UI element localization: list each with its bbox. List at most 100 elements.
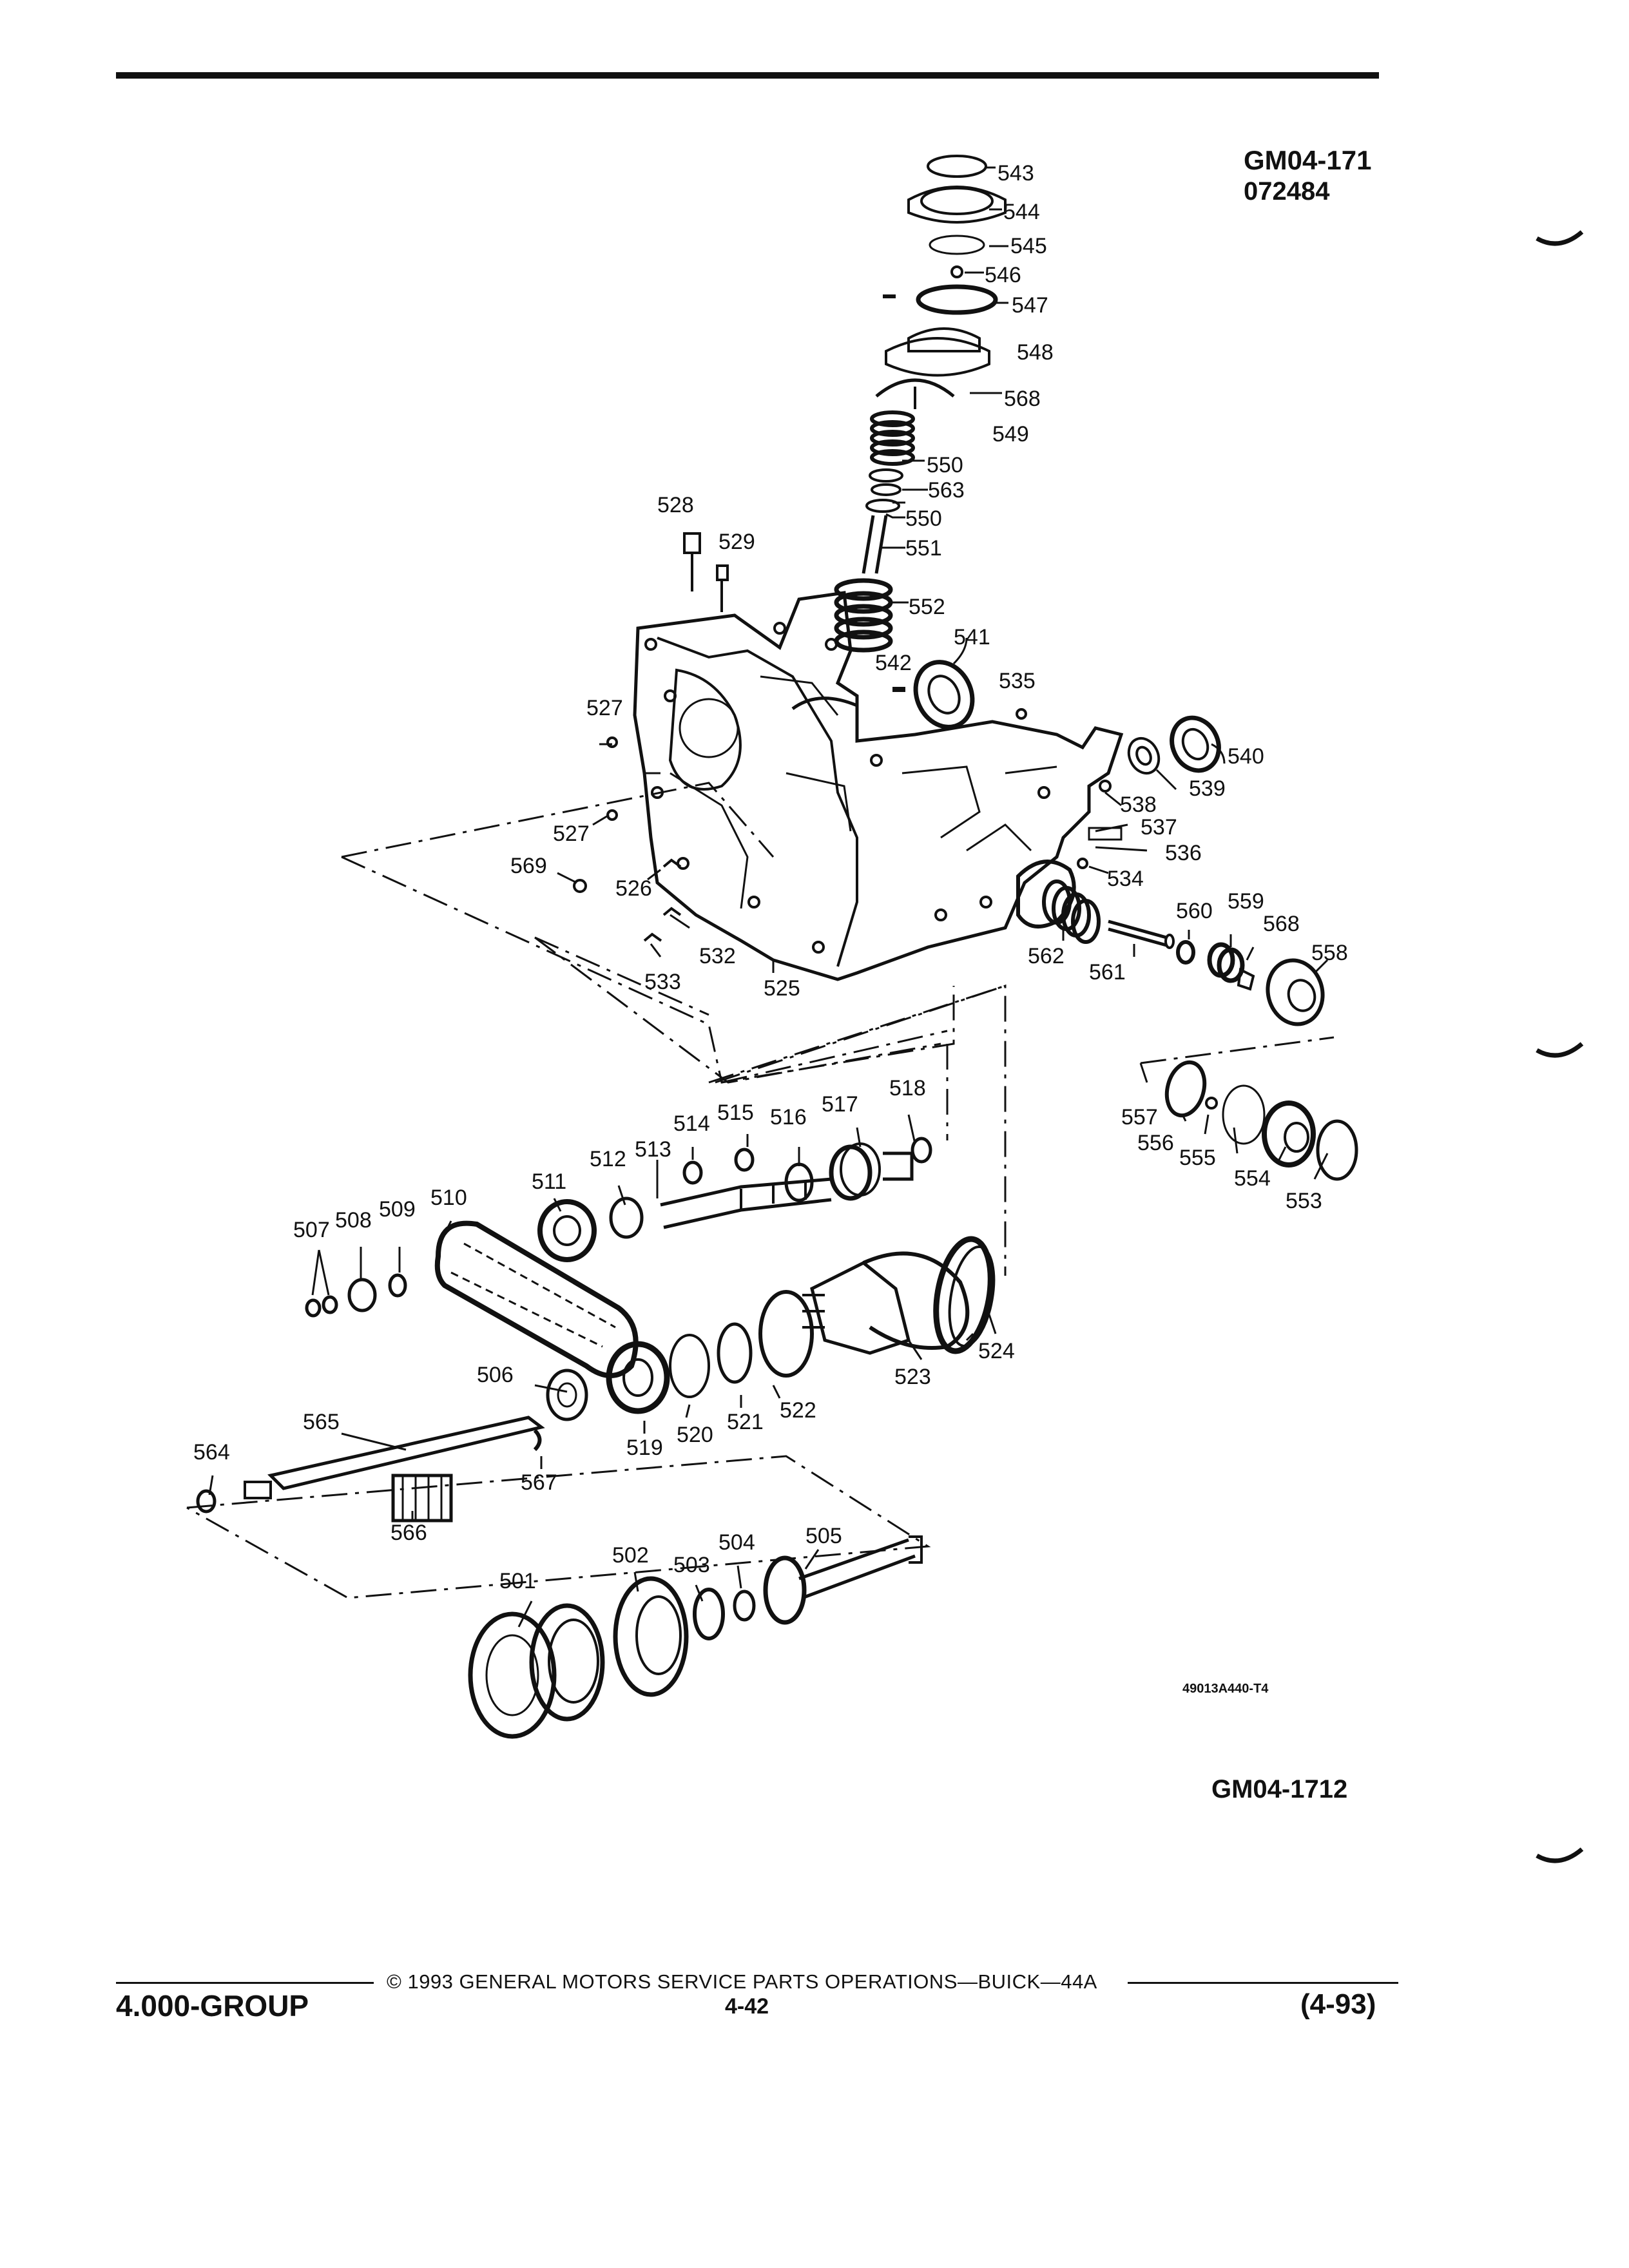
callout-555: 555 [1179,1146,1216,1170]
callout-516: 516 [770,1105,807,1129]
callout-546: 546 [985,263,1021,287]
callout-501: 501 [499,1569,536,1593]
top-rule [116,72,1379,79]
callout-526: 526 [615,876,652,901]
input-shaft-565 [196,1416,545,1523]
callout-529: 529 [718,530,755,554]
callout-507: 507 [293,1218,330,1242]
drive-sprocket-519 [546,1236,996,1421]
callout-523: 523 [894,1365,931,1389]
seal-540 [1127,715,1221,775]
callout-548: 548 [1017,340,1054,365]
callout-518: 518 [889,1076,926,1100]
callout-540: 540 [1228,744,1264,769]
figure-code: GM04-171 [1244,145,1372,175]
group-label: 4.000-GROUP [116,1989,309,2023]
callout-502: 502 [612,1543,649,1568]
callout-557: 557 [1121,1105,1158,1129]
callout-524: 524 [978,1339,1015,1363]
binder-mark [1536,1847,1584,1863]
copyright-notice: © 1993 GENERAL MOTORS SERVICE PARTS OPER… [387,1970,1097,1993]
callout-538: 538 [1120,793,1157,817]
callout-560: 560 [1176,899,1213,923]
illustration-code: 49013A440-T4 [1182,1682,1269,1696]
callout-527-lower: 527 [553,822,590,846]
callout-527: 527 [586,696,623,720]
callout-520: 520 [677,1423,713,1447]
callout-543: 543 [998,161,1034,186]
callout-552: 552 [909,595,945,619]
callout-519: 519 [626,1436,663,1460]
transaxle-case [633,591,1124,981]
binder-mark [1536,230,1584,246]
callout-567: 567 [521,1470,557,1495]
page-number: 4-42 [725,1994,769,2019]
callout-509: 509 [379,1197,416,1222]
callout-506: 506 [477,1363,514,1387]
governor-stack [834,155,1007,653]
callout-553: 553 [1286,1189,1322,1213]
assembly-boundary-lines [186,782,1335,1599]
callout-559: 559 [1228,889,1264,914]
callout-511: 511 [532,1169,566,1194]
callout-labels: 543 544 545 546 547 548 568 549 550 563 … [193,161,1348,1593]
callout-565: 565 [303,1410,340,1434]
callout-510: 510 [430,1186,467,1210]
servo-pin-561 [1108,919,1325,1026]
callout-513: 513 [635,1137,671,1162]
callout-504: 504 [718,1530,755,1555]
callout-568: 568 [1004,387,1041,411]
drive-chain-510 [434,1220,639,1378]
callout-536: 536 [1165,841,1202,865]
callout-561: 561 [1089,960,1126,985]
leader-lines [208,166,1329,1628]
seal-541 [913,660,975,729]
callout-558: 558 [1311,941,1348,965]
callout-551: 551 [905,536,942,561]
binder-mark [1536,1042,1584,1058]
callout-534: 534 [1107,867,1144,891]
callout-514: 514 [673,1111,710,1136]
callout-533: 533 [644,970,681,994]
callout-568-right: 568 [1263,912,1300,936]
footer-rule-right [1128,1982,1398,1984]
callout-569: 569 [510,854,547,878]
callout-566: 566 [390,1521,427,1545]
washers-507-509 [305,1273,407,1318]
callout-505: 505 [805,1524,842,1548]
callout-503: 503 [673,1553,710,1577]
output-shaft-assembly [537,1137,932,1262]
callout-522: 522 [780,1398,816,1423]
callout-535: 535 [999,669,1036,693]
servo-spring-562 [1042,879,1101,944]
callout-521: 521 [727,1410,764,1434]
callout-539: 539 [1189,776,1226,801]
callout-508: 508 [335,1208,372,1233]
callout-528: 528 [657,493,694,517]
callout-549: 549 [992,422,1029,447]
callout-544: 544 [1003,200,1040,224]
callout-512: 512 [590,1147,626,1171]
callout-550-lower: 550 [905,506,942,531]
callout-517: 517 [822,1092,858,1117]
footer-rule-left [116,1982,374,1984]
callout-564: 564 [193,1440,230,1465]
figure-date-code: 072484 [1244,177,1330,206]
clutch-assembly [468,1535,923,1739]
page-code: GM04-1712 [1211,1775,1348,1803]
callout-525: 525 [764,976,800,1001]
callout-554: 554 [1234,1166,1271,1191]
callout-550: 550 [927,453,963,477]
callout-545: 545 [1010,234,1047,258]
callout-515: 515 [717,1100,754,1125]
callout-542: 542 [875,651,912,675]
callout-541: 541 [954,625,990,649]
servo-cover-parts [1164,1060,1358,1181]
callout-532: 532 [699,944,736,968]
callout-537: 537 [1141,815,1177,840]
callout-556: 556 [1137,1131,1174,1155]
callout-547: 547 [1012,293,1048,318]
callout-563: 563 [928,478,965,503]
revision-date: (4-93) [1300,1988,1376,2020]
